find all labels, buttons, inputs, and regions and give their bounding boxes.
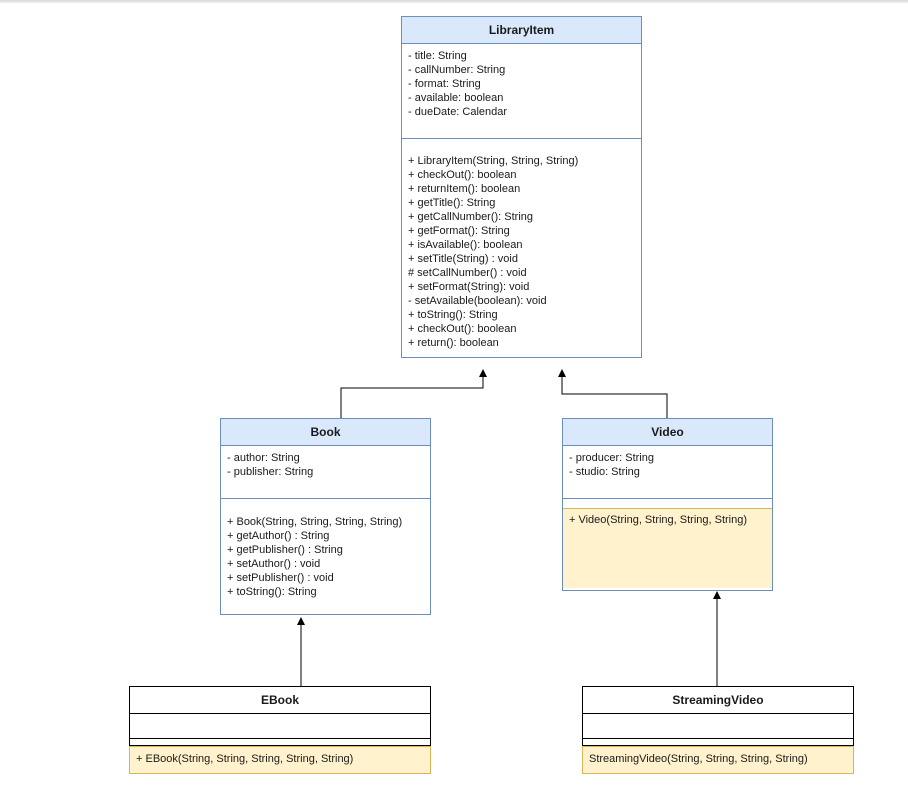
method: - setAvailable(boolean): void [408,295,547,307]
class-name: Video [563,419,772,446]
class-name: Book [221,419,430,446]
method: + return(): boolean [408,337,499,349]
window-top-shadow [0,0,908,3]
method: + LibraryItem(String, String, String) [408,155,579,167]
method: + isAvailable(): boolean [408,239,523,251]
attribute: - callNumber: String [408,64,506,76]
attribute: - producer: String [569,452,654,464]
method: + setTitle(String) : void [408,253,518,265]
method: + EBook(String, String, String, String, … [136,753,354,765]
method: + Video(String, String, String, String) [569,514,748,526]
attributes-section: - author: String - publisher: String [221,446,430,498]
method: + getCallNumber(): String [408,211,534,223]
class-video[interactable]: Video - producer: String - studio: Strin… [562,418,773,591]
attributes-section [130,714,430,738]
method: + getPublisher() : String [227,544,343,556]
class-libraryitem[interactable]: LibraryItem - title: String - callNumber… [401,16,642,358]
attributes-section: - title: String - callNumber: String - f… [402,44,641,138]
method: + getAuthor() : String [227,530,330,542]
section-divider [583,738,853,744]
class-name: LibraryItem [402,17,641,44]
section-divider [130,738,430,744]
method: # setCallNumber() : void [408,267,527,279]
method: + Book(String, String, String, String) [227,516,403,528]
method: + setPublisher() : void [227,572,334,584]
section-divider [402,138,641,148]
class-name: StreamingVideo [583,687,853,714]
attribute: - title: String [408,50,467,62]
method: + setFormat(String): void [408,281,530,293]
method: + toString(): String [408,309,498,321]
method: + returnItem(): boolean [408,183,521,195]
book-to-libraryitem-arrow [340,369,487,418]
method: + getTitle(): String [408,197,496,209]
method: StreamingVideo(String, String, String, S… [589,753,808,765]
section-divider [563,498,772,508]
methods-section: + Book(String, String, String, String) +… [221,508,430,599]
attribute: - dueDate: Calendar [408,106,508,118]
attribute: - available: boolean [408,92,504,104]
streamingvideo-methods-section: StreamingVideo(String, String, String, S… [582,746,854,774]
method: + checkOut(): boolean [408,323,517,335]
method: + toString(): String [227,586,317,598]
attributes-section [583,714,853,738]
attributes-section: - producer: String - studio: String [563,446,772,498]
attribute: - publisher: String [227,466,314,478]
class-ebook[interactable]: EBook [129,686,431,746]
method: + setAuthor() : void [227,558,321,570]
class-streamingvideo[interactable]: StreamingVideo [582,686,854,746]
class-name: EBook [130,687,430,714]
ebook-methods-section: + EBook(String, String, String, String, … [129,746,431,774]
attribute: - format: String [408,78,481,90]
method: + checkOut(): boolean [408,169,517,181]
method: + getFormat(): String [408,225,510,237]
section-divider [221,498,430,508]
video-to-libraryitem-arrow [558,369,668,418]
attribute: - author: String [227,452,300,464]
methods-section: + Video(String, String, String, String) [563,508,772,588]
methods-section: + LibraryItem(String, String, String) + … [402,148,641,350]
attribute: - studio: String [569,466,640,478]
class-book[interactable]: Book - author: String - publisher: Strin… [220,418,431,615]
